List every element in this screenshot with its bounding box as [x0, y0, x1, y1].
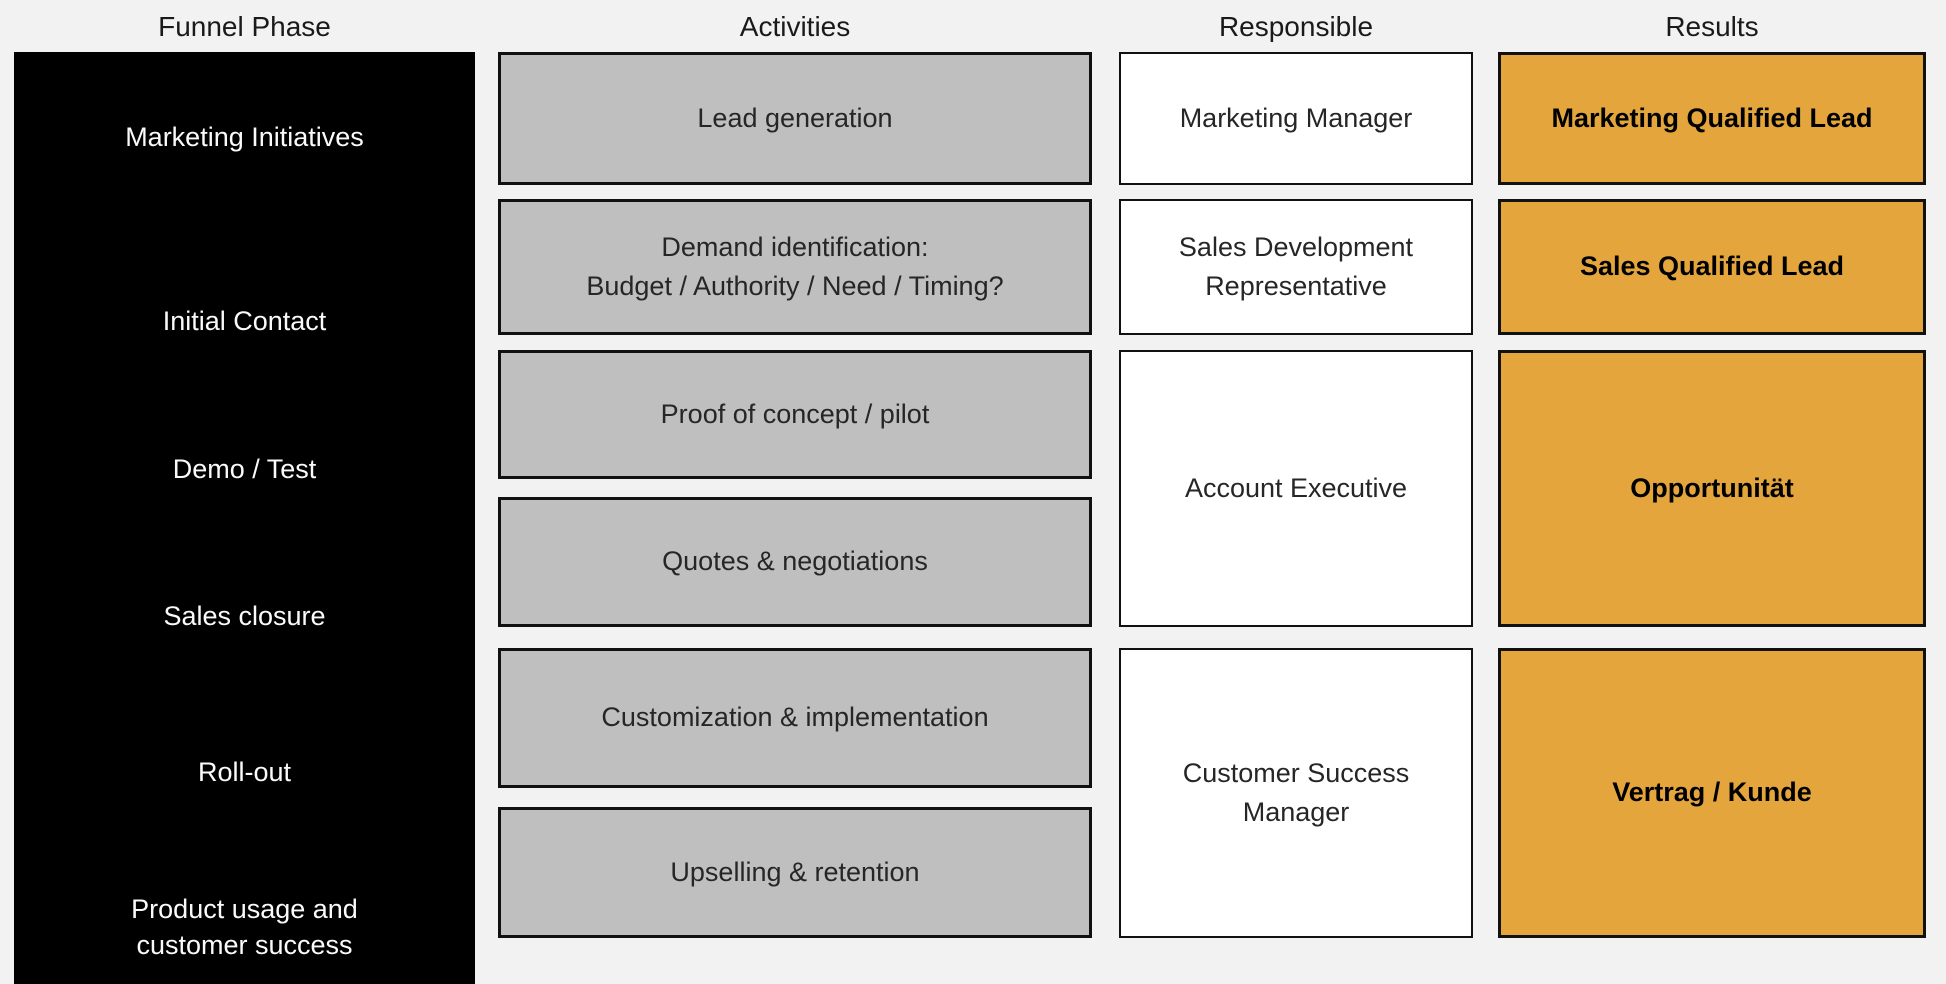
responsible-label: Customer Success Manager: [1182, 757, 1410, 827]
column-header-responsible: Responsible: [1218, 11, 1374, 42]
activity-label: Upselling & retention: [670, 856, 920, 887]
result-marketing-qualified-lead: Marketing Qualified Lead: [1498, 52, 1926, 185]
result-label: Marketing Qualified Lead: [1551, 102, 1873, 133]
column-header-activities: Activities: [739, 11, 851, 42]
responsible-label: Sales Development Representative: [1178, 231, 1414, 301]
activity-proof-of-concept-pilot: Proof of concept / pilot: [498, 350, 1092, 479]
activity-label: Lead generation: [697, 102, 893, 133]
funnel-phase-label: Marketing Initiatives: [125, 121, 364, 152]
result-vertrag-kunde: Vertrag / Kunde: [1498, 648, 1926, 938]
responsible-sales-development-representative: Sales Development Representative: [1119, 199, 1473, 335]
funnel-phase-label: Roll-out: [197, 757, 292, 788]
funnel-phase-label: Sales closure: [163, 601, 326, 632]
activity-customization-implementation: Customization & implementation: [498, 648, 1092, 788]
activity-label: Proof of concept / pilot: [660, 398, 930, 429]
responsible-label: Marketing Manager: [1179, 102, 1413, 133]
column-header-results: Results: [1665, 11, 1759, 42]
activity-label: Demand identification: Budget / Authorit…: [586, 231, 1004, 301]
funnel-phase-label: Demo / Test: [172, 453, 317, 484]
activity-lead-generation: Lead generation: [498, 52, 1092, 185]
funnel-phase-label: Product usage and customer success: [131, 893, 358, 960]
responsible-account-executive: Account Executive: [1119, 350, 1473, 627]
result-opportunitaet: Opportunität: [1498, 350, 1926, 627]
responsible-customer-success-manager: Customer Success Manager: [1119, 648, 1473, 938]
responsible-marketing-manager: Marketing Manager: [1119, 52, 1473, 185]
result-label: Opportunität: [1630, 472, 1794, 503]
activity-label: Quotes & negotiations: [662, 546, 928, 577]
activity-label: Customization & implementation: [601, 702, 989, 733]
result-label: Vertrag / Kunde: [1612, 777, 1812, 808]
responsible-label: Account Executive: [1184, 472, 1408, 503]
activity-demand-identification: Demand identification: Budget / Authorit…: [498, 199, 1092, 335]
result-sales-qualified-lead: Sales Qualified Lead: [1498, 199, 1926, 335]
column-header-funnel-phase: Funnel Phase: [158, 11, 331, 42]
activity-upselling-retention: Upselling & retention: [498, 807, 1092, 938]
activity-quotes-negotiations: Quotes & negotiations: [498, 497, 1092, 627]
funnel-phase-label: Initial Contact: [162, 306, 327, 337]
result-label: Sales Qualified Lead: [1579, 251, 1845, 282]
